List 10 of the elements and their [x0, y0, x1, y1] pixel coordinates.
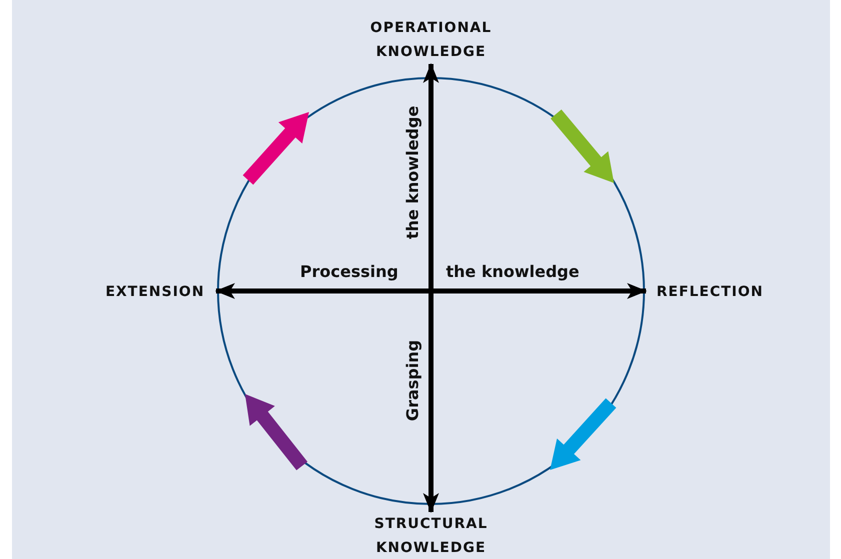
axis-label: Grasping [402, 339, 422, 421]
axis-arrow [215, 283, 647, 299]
axis-end-label: STRUCTURAL KNOWLEDGE [345, 512, 517, 559]
axis-arrow [423, 63, 439, 513]
axis-label: the knowledge [402, 105, 422, 239]
axis-end-label: REFLECTION [648, 280, 772, 304]
axis-end-label: OPERATIONAL KNOWLEDGE [345, 16, 517, 64]
axis-label: the knowledge [446, 262, 580, 281]
axis-end-label: EXTENSION [96, 280, 214, 304]
axis-label: Processing [300, 262, 398, 281]
